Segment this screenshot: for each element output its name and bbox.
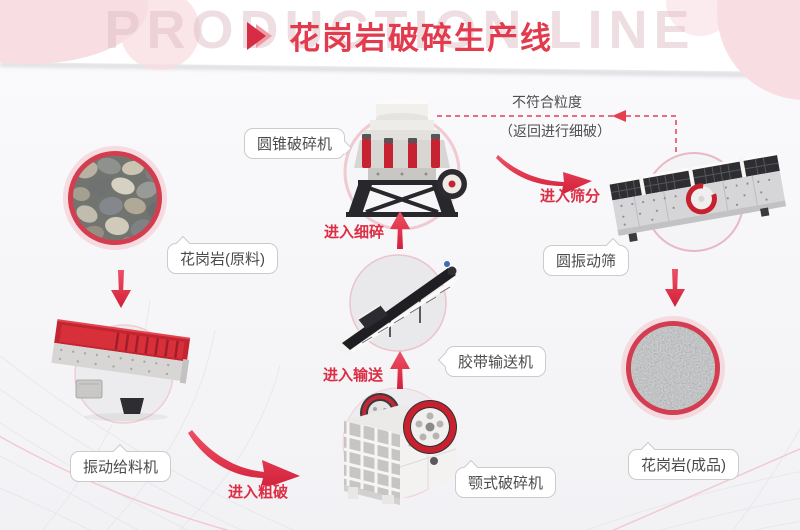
flow-label-screening: 进入筛分 — [540, 188, 601, 205]
page-title-row: 花岗岩破碎生产线 — [0, 13, 800, 58]
raw-material-photo — [68, 151, 162, 245]
flow-label-convey: 进入输送 — [323, 367, 384, 384]
page-title: 花岗岩破碎生产线 — [289, 21, 553, 56]
granite-pebbles-image — [73, 156, 157, 240]
feedback-note-line2: （返回进行细破） — [499, 123, 611, 139]
label-belt-conveyor: 胶带输送机 — [437, 346, 547, 377]
granite-aggregate-image — [631, 326, 715, 410]
label-cone-crusher: 圆锥破碎机 — [244, 128, 353, 159]
arrow-jaw-to-conveyor — [390, 351, 410, 389]
feedback-arrowhead — [612, 110, 626, 122]
flow-label-fine: 进入细碎 — [324, 224, 385, 241]
label-jaw-crusher: 颚式破碎机 — [455, 459, 557, 498]
arrow-cone-to-screen — [496, 155, 592, 195]
label-raw-material: 花岗岩(原料) — [167, 235, 278, 274]
arrow-conveyor-to-cone — [390, 211, 410, 249]
arrow-raw-to-feeder — [111, 270, 131, 308]
label-vibrating-feeder: 振动给料机 — [70, 443, 172, 482]
feedback-note-line1: 不符合粒度 — [512, 94, 582, 110]
cone-crusher-image — [343, 98, 467, 230]
flow-label-coarse: 进入粗破 — [228, 484, 289, 501]
belt-conveyor-image — [334, 254, 459, 355]
feedback-dashed-line — [437, 110, 677, 152]
vibrating-feeder-image — [51, 319, 191, 424]
finished-product-photo — [626, 321, 720, 415]
arrow-feeder-to-jaw — [188, 430, 300, 485]
jaw-crusher-image — [342, 387, 457, 505]
play-triangle-icon — [247, 21, 277, 51]
label-vibrating-screen: 圆振动筛 — [543, 237, 630, 276]
vibrating-screen-image — [609, 152, 787, 252]
mesh-lines-bottom-right — [585, 427, 800, 530]
label-finished-product: 花岗岩(成品) — [628, 441, 739, 480]
watermark-text: PRODUCTION LINE — [104, 0, 696, 60]
arrow-screen-to-product — [665, 269, 685, 307]
